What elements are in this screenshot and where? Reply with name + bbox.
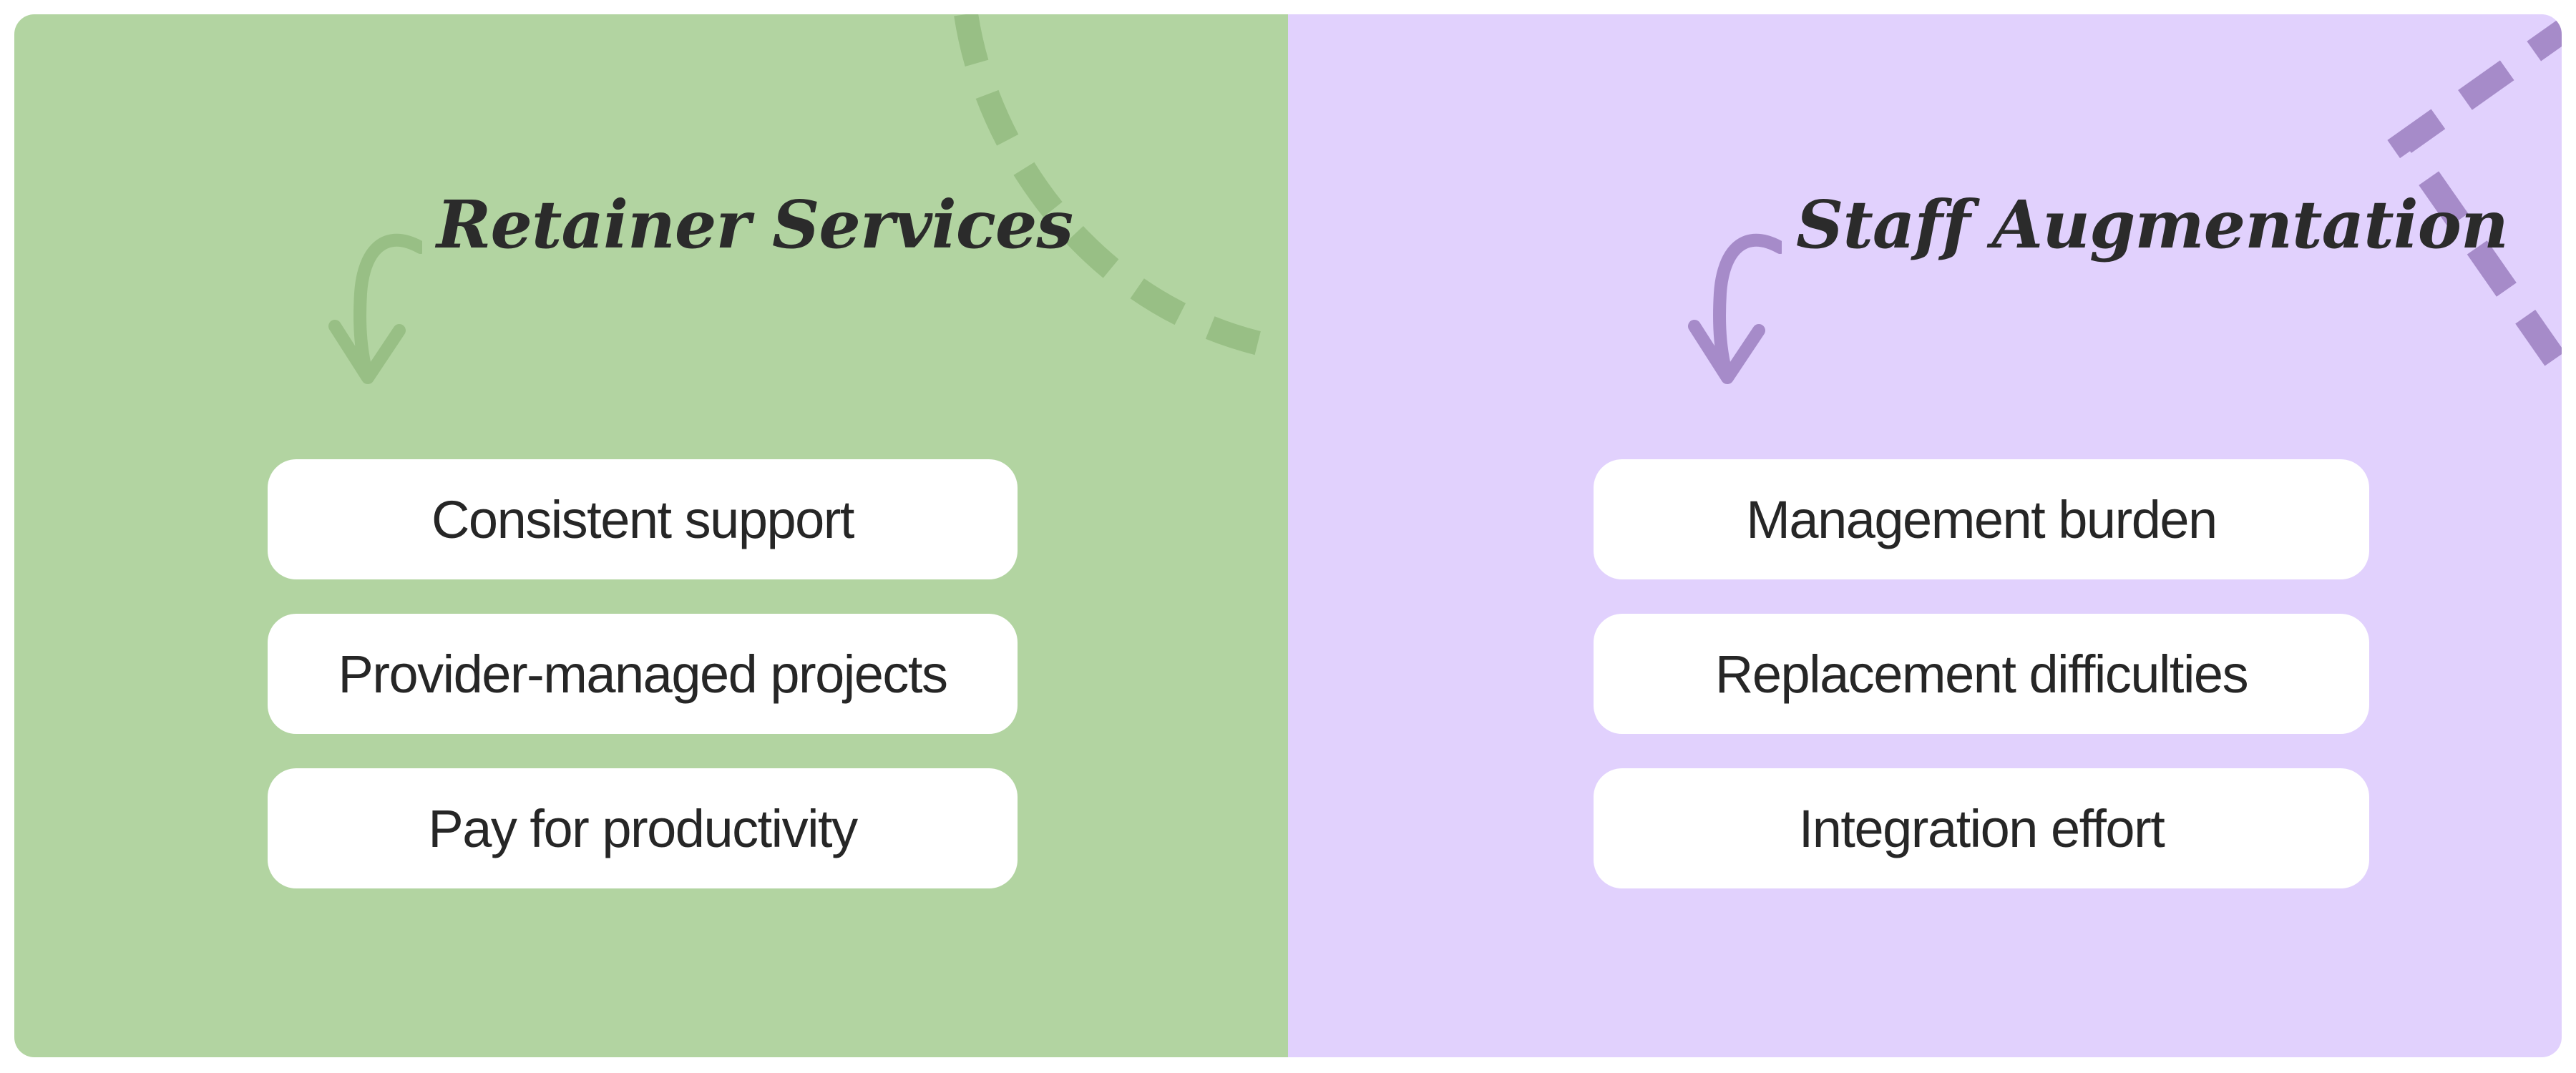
list-item: Consistent support <box>268 459 1018 579</box>
list-item: Management burden <box>1594 459 2369 579</box>
feature-list: Consistent support Provider-managed proj… <box>268 459 1018 888</box>
panel-title: Retainer Services <box>436 186 1073 263</box>
list-item: Integration effort <box>1594 768 2369 888</box>
staff-augmentation-panel: Staff Augmentation Management burden Rep… <box>1288 14 2562 1057</box>
panel-title: Staff Augmentation <box>1796 186 2509 263</box>
list-item: Replacement difficulties <box>1594 614 2369 734</box>
list-item: Pay for productivity <box>268 768 1018 888</box>
comparison-card: Retainer Services Consistent support Pro… <box>14 14 2562 1057</box>
feature-list: Management burden Replacement difficulti… <box>1594 459 2369 888</box>
curved-arrow-down-icon <box>1688 233 1782 384</box>
list-item: Provider-managed projects <box>268 614 1018 734</box>
curved-arrow-down-icon <box>328 233 422 384</box>
retainer-services-panel: Retainer Services Consistent support Pro… <box>14 14 1288 1057</box>
